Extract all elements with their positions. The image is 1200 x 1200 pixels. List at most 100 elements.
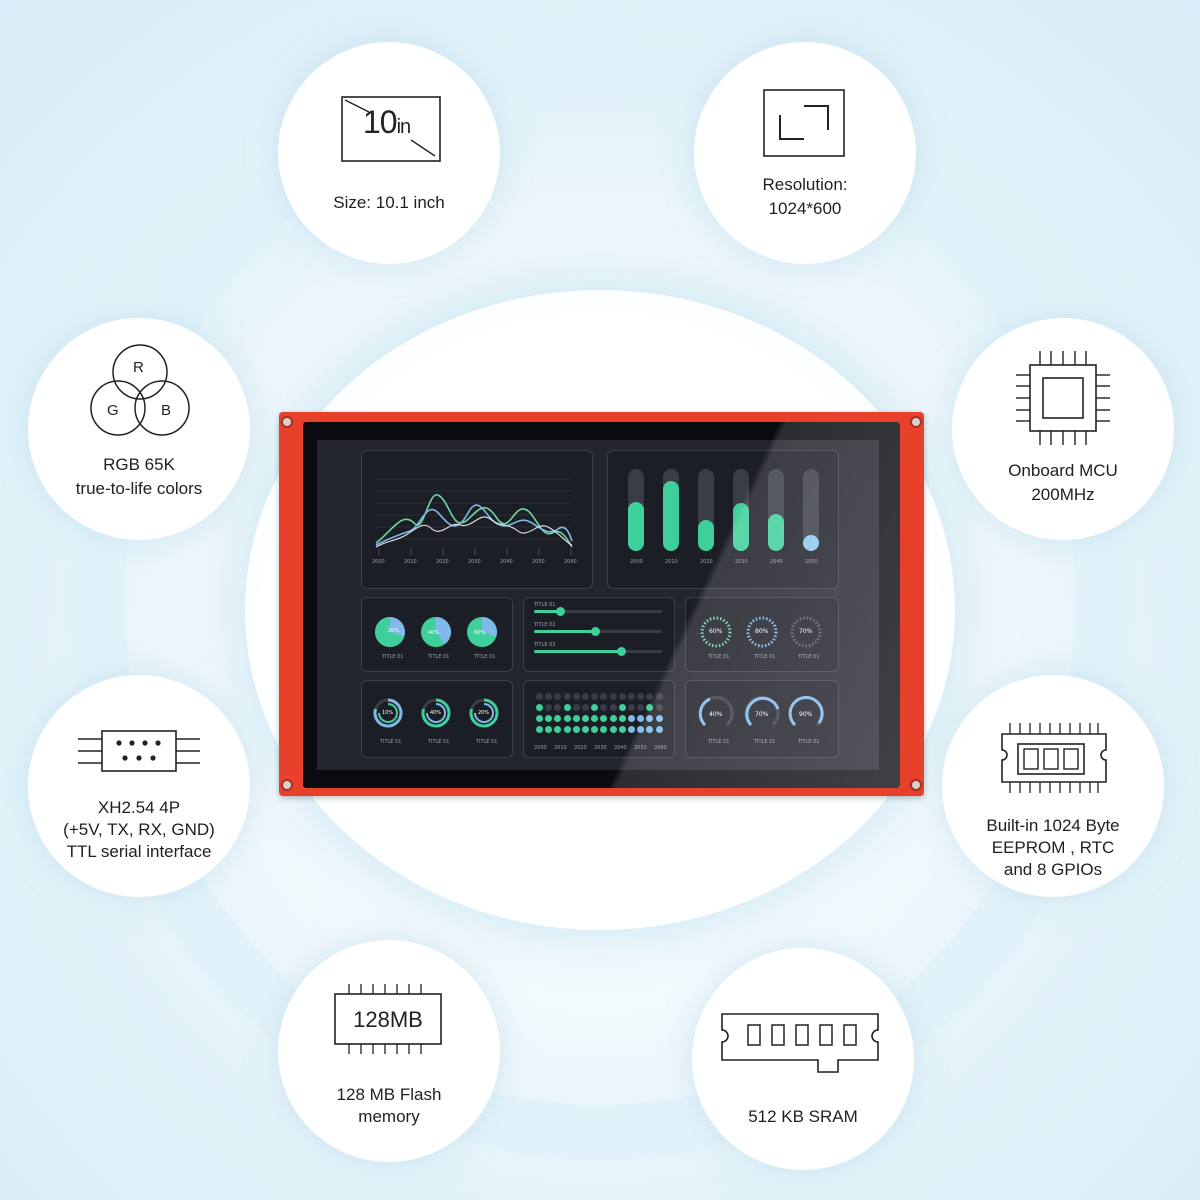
size-label: Size: 10.1 inch	[333, 193, 445, 212]
matrix-dot	[545, 704, 553, 711]
dot-tick: 2020	[574, 745, 587, 751]
matrix-dot	[554, 704, 562, 711]
matrix-dot	[554, 715, 562, 722]
slider-label: TITLE 02	[534, 622, 556, 628]
matrix-dot	[582, 726, 589, 733]
matrix-dot	[582, 693, 589, 700]
matrix-dot	[609, 726, 617, 733]
matrix-dot	[637, 726, 645, 733]
flash-icon-text: 128MB	[353, 1007, 423, 1032]
slider-knob[interactable]	[556, 607, 565, 616]
matrix-dot	[572, 715, 580, 722]
resolution-label-line2: 1024*600	[768, 199, 842, 218]
matrix-dot	[609, 704, 617, 711]
matrix-dot	[646, 715, 654, 722]
serial-label-line3: TTL serial interface	[66, 842, 212, 861]
matrix-dot	[600, 693, 608, 700]
ring-1	[373, 698, 403, 728]
matrix-dot	[655, 726, 663, 733]
matrix-dot	[545, 715, 553, 722]
bar-tick: 2000	[630, 559, 643, 565]
matrix-dot	[655, 704, 663, 711]
bar	[663, 481, 679, 551]
sram-module-icon	[720, 1008, 880, 1083]
matrix-dot	[646, 726, 654, 733]
cpu-chip-icon	[1013, 348, 1113, 453]
line-series-3	[375, 516, 573, 548]
screen-bezel: 2000 2010 2020 2030 2040 2050 2060 2000 …	[303, 422, 900, 788]
pie-3	[467, 617, 498, 647]
dash-gauges-panel: 60% 80% 70% TITLE 01 TITLE 01 TITLE 01	[685, 597, 839, 672]
dot-tick: 2000	[534, 745, 547, 751]
arc-gauge-3-label: 90%	[799, 711, 813, 718]
memory-module-icon	[998, 720, 1110, 801]
line-tick: 2040	[500, 559, 513, 565]
pie-3-label: 60%	[474, 630, 486, 636]
pie-1-label: 20%	[388, 628, 400, 634]
matrix-dot	[600, 704, 608, 711]
matrix-dot	[609, 693, 617, 700]
matrix-dot	[545, 693, 553, 700]
ring-caption: TITLE 01	[428, 739, 450, 745]
bar-tick: 2040	[770, 559, 783, 565]
dash-gauge-3-label: 70%	[799, 628, 813, 635]
rgb-label-line2: true-to-life colors	[75, 479, 203, 498]
pie-caption: TITLE 01	[428, 654, 450, 660]
ring-3	[469, 698, 499, 728]
line-tick: 2050	[532, 559, 545, 565]
line-tick: 2060	[564, 559, 577, 565]
matrix-dot	[628, 693, 635, 700]
mcu-feature-bubble: Onboard MCU 200MHz	[952, 318, 1174, 540]
arc-gauge-caption: TITLE 01	[754, 739, 776, 745]
rgb-r-letter: R	[133, 359, 144, 376]
matrix-dot	[563, 693, 571, 700]
bar-tick: 2010	[665, 559, 678, 565]
matrix-dot	[655, 715, 663, 722]
matrix-dot	[536, 704, 543, 711]
resolution-frame-icon	[763, 89, 845, 162]
size-icon-number: 10	[363, 104, 398, 140]
mount-hole-bottom-left	[281, 779, 293, 791]
slider-knob[interactable]	[591, 627, 600, 636]
rgb-label-line1: RGB 65K	[103, 455, 175, 474]
dash-gauge-1	[700, 616, 732, 648]
slider-label: TITLE 03	[534, 642, 556, 648]
mcu-label-line2: 200MHz	[1031, 485, 1095, 504]
size-feature-bubble: 10in Size: 10.1 inch	[278, 42, 500, 264]
matrix-dot	[536, 715, 543, 722]
dot-tick: 2050	[634, 745, 647, 751]
matrix-dot	[637, 693, 645, 700]
dash-gauge-caption: TITLE 01	[754, 654, 776, 660]
dash-gauge-caption: TITLE 01	[708, 654, 730, 660]
matrix-dot	[646, 704, 654, 711]
matrix-dot	[554, 726, 562, 733]
ring-2-label: 40%	[430, 710, 442, 716]
pie-2	[421, 617, 451, 647]
slider-track[interactable]	[534, 610, 662, 613]
matrix-dot	[628, 704, 635, 711]
serial-feature-bubble: XH2.54 4P (+5V, TX, RX, GND) TTL serial …	[28, 675, 250, 897]
bar-track	[803, 469, 819, 551]
dash-gauge-1-label: 60%	[709, 628, 723, 635]
dot-tick: 2010	[554, 745, 567, 751]
dash-gauge-2	[746, 616, 778, 648]
matrix-dot	[572, 693, 580, 700]
dot-tick: 2060	[654, 745, 667, 751]
rgb-g-letter: G	[107, 402, 119, 419]
eeprom-feature-bubble: Built-in 1024 Byte EEPROM , RTC and 8 GP…	[942, 675, 1164, 897]
matrix-dot	[637, 715, 645, 722]
flash-label-line1: 128 MB Flash	[336, 1085, 442, 1104]
slider-fill	[534, 650, 621, 653]
slider-knob[interactable]	[617, 647, 626, 656]
display-size-icon: 10in	[341, 94, 441, 162]
flash-feature-bubble: 128MB 128 MB Flash memory	[278, 940, 500, 1162]
matrix-dot	[637, 704, 645, 711]
matrix-dot	[618, 704, 626, 711]
dot-matrix-panel: 2000 2010 2020 2030 2040 2050 2060	[523, 680, 675, 758]
arc-gauge-1-label: 40%	[709, 711, 723, 718]
resolution-feature-bubble: Resolution: 1024*600	[694, 42, 916, 264]
rgb-venn-icon: R G B	[90, 342, 190, 440]
matrix-dot	[609, 715, 617, 722]
matrix-dot	[591, 693, 599, 700]
matrix-dot	[582, 715, 589, 722]
